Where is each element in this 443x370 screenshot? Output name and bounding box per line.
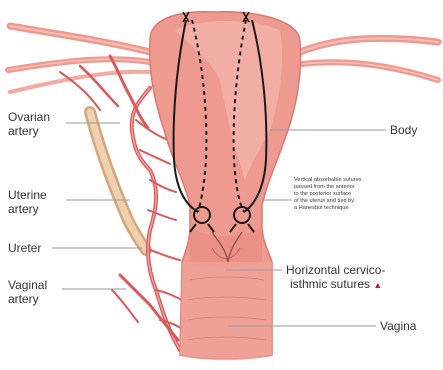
label-vagina: Vagina — [380, 319, 416, 333]
label-uterine-artery: Uterine artery — [8, 188, 47, 216]
label-vaginal-artery: Vaginal artery — [8, 278, 47, 306]
note-line5: a Hanesbot technique — [294, 205, 361, 212]
label-ovarian-artery: Ovarian artery — [8, 110, 50, 138]
label-body: Body — [390, 123, 417, 137]
horizontal-line2-wrap: isthmic sutures ▲ — [290, 277, 385, 292]
marker-triangle-icon: ▲ — [373, 280, 382, 290]
label-vertical-sutures-note: Vertical absorbable sutures passed from … — [294, 177, 361, 212]
label-ureter: Ureter — [8, 241, 41, 255]
horizontal-line2: isthmic sutures — [290, 277, 370, 291]
label-uterine-line2: artery — [8, 202, 47, 216]
label-vaginal-line1: Vaginal — [8, 278, 47, 292]
left-fallopian-tube — [8, 26, 152, 92]
ureter — [90, 112, 146, 250]
note-line2: passed from the anterior — [294, 184, 361, 191]
right-fallopian-tube — [300, 38, 438, 80]
label-uterine-line1: Uterine — [8, 188, 47, 202]
label-vaginal-line2: artery — [8, 292, 47, 306]
label-ovarian-line2: artery — [8, 124, 50, 138]
note-line4: of the uterus and tied by — [294, 198, 361, 205]
label-ovarian-line1: Ovarian — [8, 110, 50, 124]
label-horizontal-sutures: Horizontal cervico- isthmic sutures ▲ — [286, 263, 385, 292]
horizontal-line1: Horizontal cervico- — [286, 263, 385, 277]
note-line1: Vertical absorbable sutures — [294, 177, 361, 184]
note-line3: to the posterior surface — [294, 191, 361, 198]
uterus — [150, 12, 301, 361]
